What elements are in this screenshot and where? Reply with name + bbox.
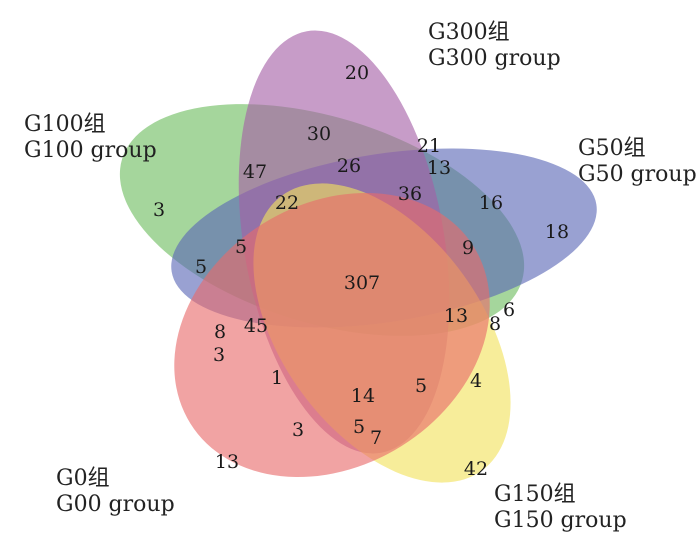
label-g100: G100组 G100 group xyxy=(24,112,157,164)
region-count: 5 xyxy=(415,375,427,397)
region-count: 42 xyxy=(464,458,488,480)
region-count: 14 xyxy=(351,385,375,407)
label-g0-cn: G0组 xyxy=(56,466,110,491)
label-g50-cn: G50组 xyxy=(578,136,646,161)
label-g50: G50组 G50 group xyxy=(578,136,697,188)
region-count: 18 xyxy=(545,221,569,243)
label-g0-en: G00 group xyxy=(56,492,175,517)
region-count: 47 xyxy=(243,161,267,183)
region-count: 16 xyxy=(479,192,503,214)
region-count: 26 xyxy=(337,155,361,177)
region-count: 36 xyxy=(398,183,422,205)
region-count: 5 xyxy=(353,416,365,438)
region-count: 13 xyxy=(215,451,239,473)
region-count: 45 xyxy=(244,315,268,337)
region-count: 9 xyxy=(462,237,474,259)
region-count: 22 xyxy=(275,192,299,214)
label-g100-en: G100 group xyxy=(24,138,157,163)
label-g300-en: G300 group xyxy=(428,46,561,71)
region-count: 13 xyxy=(444,305,468,327)
region-count: 21 xyxy=(417,135,441,157)
label-g300-cn: G300组 xyxy=(428,20,510,45)
region-count: 6 xyxy=(503,299,515,321)
label-g150-cn: G150组 xyxy=(494,482,576,507)
label-g50-en: G50 group xyxy=(578,162,697,187)
region-count: 307 xyxy=(344,272,380,294)
label-g300: G300组 G300 group xyxy=(428,20,561,72)
region-count: 8 xyxy=(489,313,501,335)
label-g150-en: G150 group xyxy=(494,508,627,533)
region-count: 3 xyxy=(153,199,165,221)
label-g100-cn: G100组 xyxy=(24,112,106,137)
region-count: 4 xyxy=(470,370,482,392)
region-count: 30 xyxy=(307,123,331,145)
region-count: 8 xyxy=(214,321,226,343)
region-count: 3 xyxy=(213,344,225,366)
region-count: 1 xyxy=(271,367,283,389)
label-g150: G150组 G150 group xyxy=(494,482,627,534)
label-g0: G0组 G00 group xyxy=(56,466,175,518)
region-count: 5 xyxy=(235,236,247,258)
ellipse-g0 xyxy=(174,192,490,478)
region-count: 7 xyxy=(370,427,382,449)
region-count: 5 xyxy=(195,256,207,278)
region-count: 13 xyxy=(427,157,451,179)
region-count: 3 xyxy=(292,419,304,441)
region-count: 20 xyxy=(345,62,369,84)
